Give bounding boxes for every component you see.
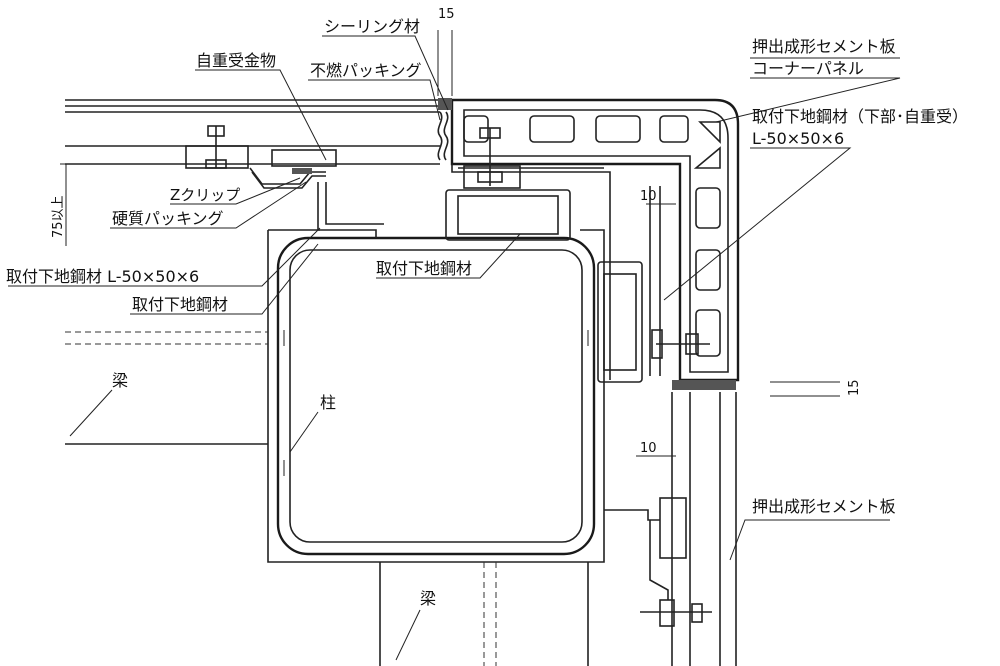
dimension-lines (60, 30, 840, 457)
label-corner-panel-1: 押出成形セメント板 (752, 37, 896, 56)
label-base-steel-lower-1: 取付下地鋼材（下部･自重受） (752, 107, 968, 126)
label-beam-bottom: 梁 (420, 589, 436, 608)
label-dim-10-upper: 10 (640, 189, 657, 204)
column-tube (276, 236, 596, 556)
label-dim-10-lower: 10 (640, 441, 657, 456)
label-dim-15-top: 15 (438, 7, 455, 22)
right-panel (671, 380, 737, 666)
right-fastener (597, 186, 710, 383)
label-base-steel-l: 取付下地鋼材 L-50×50×6 (6, 267, 199, 286)
lower-fastener (604, 497, 712, 627)
label-corner-panel-2: コーナーパネル (752, 59, 864, 78)
label-hard-packing: 硬質パッキング (112, 209, 224, 228)
label-sealing: シーリング材 (324, 17, 420, 36)
label-self-weight-bracket: 自重受金物 (196, 51, 276, 70)
center-fastener (445, 127, 611, 380)
labels: シーリング材 15 自重受金物 不燃パッキング 押出成形セメント板 コーナーパネ… (6, 7, 968, 608)
label-z-clip: Zクリップ (170, 186, 240, 204)
label-dim-15-right: 15 (847, 379, 862, 396)
beam-lines (65, 331, 589, 666)
z-clip-angle (292, 168, 384, 238)
label-base-steel-lower-2: L-50×50×6 (752, 129, 844, 148)
label-column: 柱 (320, 393, 336, 412)
top-sealing (437, 98, 452, 161)
label-noncombustible-packing: 不燃パッキング (310, 61, 422, 80)
label-beam-left: 梁 (112, 371, 128, 390)
label-dim-75: 75以上 (51, 195, 66, 238)
top-panel-run (65, 99, 440, 165)
column-box (267, 229, 605, 563)
label-base-steel-left: 取付下地鋼材 (132, 295, 228, 314)
corner-panel (450, 98, 740, 382)
leader-lines (8, 35, 901, 661)
label-base-steel-center: 取付下地鋼材 (376, 259, 472, 278)
self-weight-bracket (185, 125, 337, 189)
label-ecp-panel: 押出成形セメント板 (752, 497, 896, 516)
